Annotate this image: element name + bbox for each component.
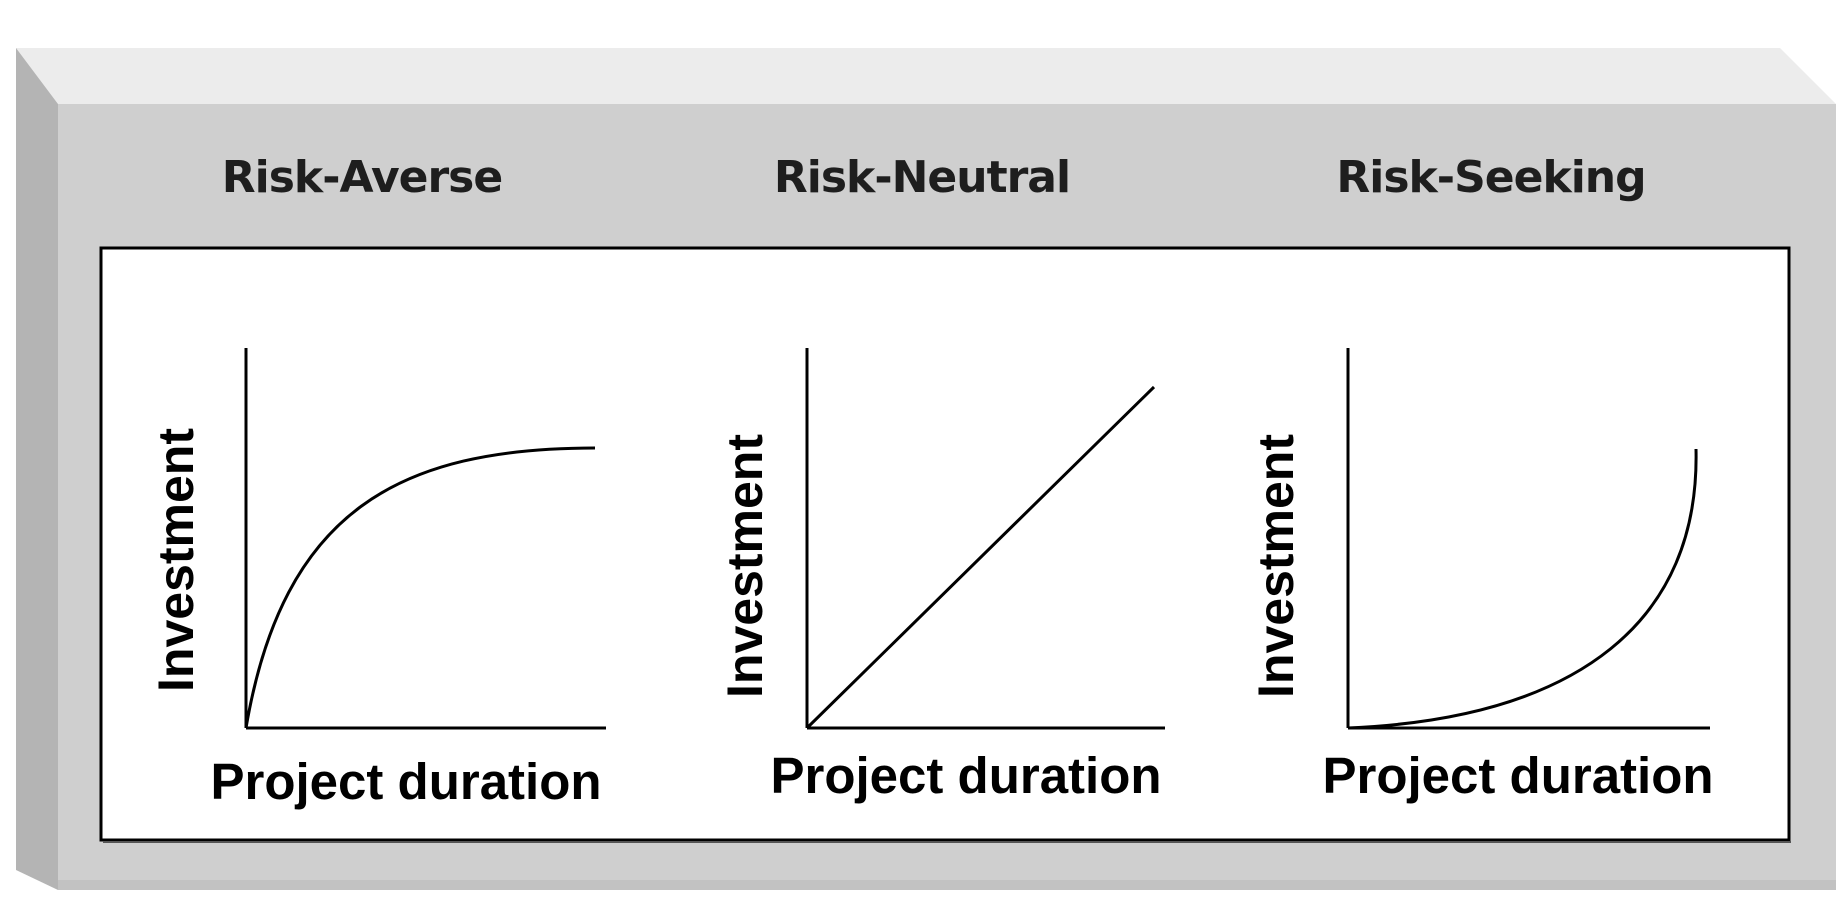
ylabel-risk-seeking: Investment <box>1248 434 1304 698</box>
chart-risk-seeking <box>1346 348 1710 730</box>
title-risk-seeking: Risk-Seeking <box>1336 152 1646 203</box>
curve-convex <box>1347 448 1698 730</box>
curve-concave <box>244 446 596 729</box>
title-risk-averse: Risk-Averse <box>221 152 503 203</box>
chart-risk-neutral <box>805 348 1165 730</box>
frame-bottom-shade <box>58 880 1836 890</box>
frame-left-bevel <box>16 48 58 890</box>
xlabel-risk-seeking: Project duration <box>1322 747 1714 804</box>
frame-top-bevel <box>16 48 1836 104</box>
inner-panel <box>99 246 1791 842</box>
xlabel-risk-averse: Project duration <box>210 753 602 810</box>
ylabel-risk-neutral: Investment <box>717 434 773 698</box>
chart-risk-averse <box>244 348 606 730</box>
xlabel-risk-neutral: Project duration <box>770 747 1162 804</box>
title-risk-neutral: Risk-Neutral <box>773 152 1071 203</box>
curve-linear <box>805 385 1156 730</box>
ylabel-risk-averse: Investment <box>148 428 204 692</box>
